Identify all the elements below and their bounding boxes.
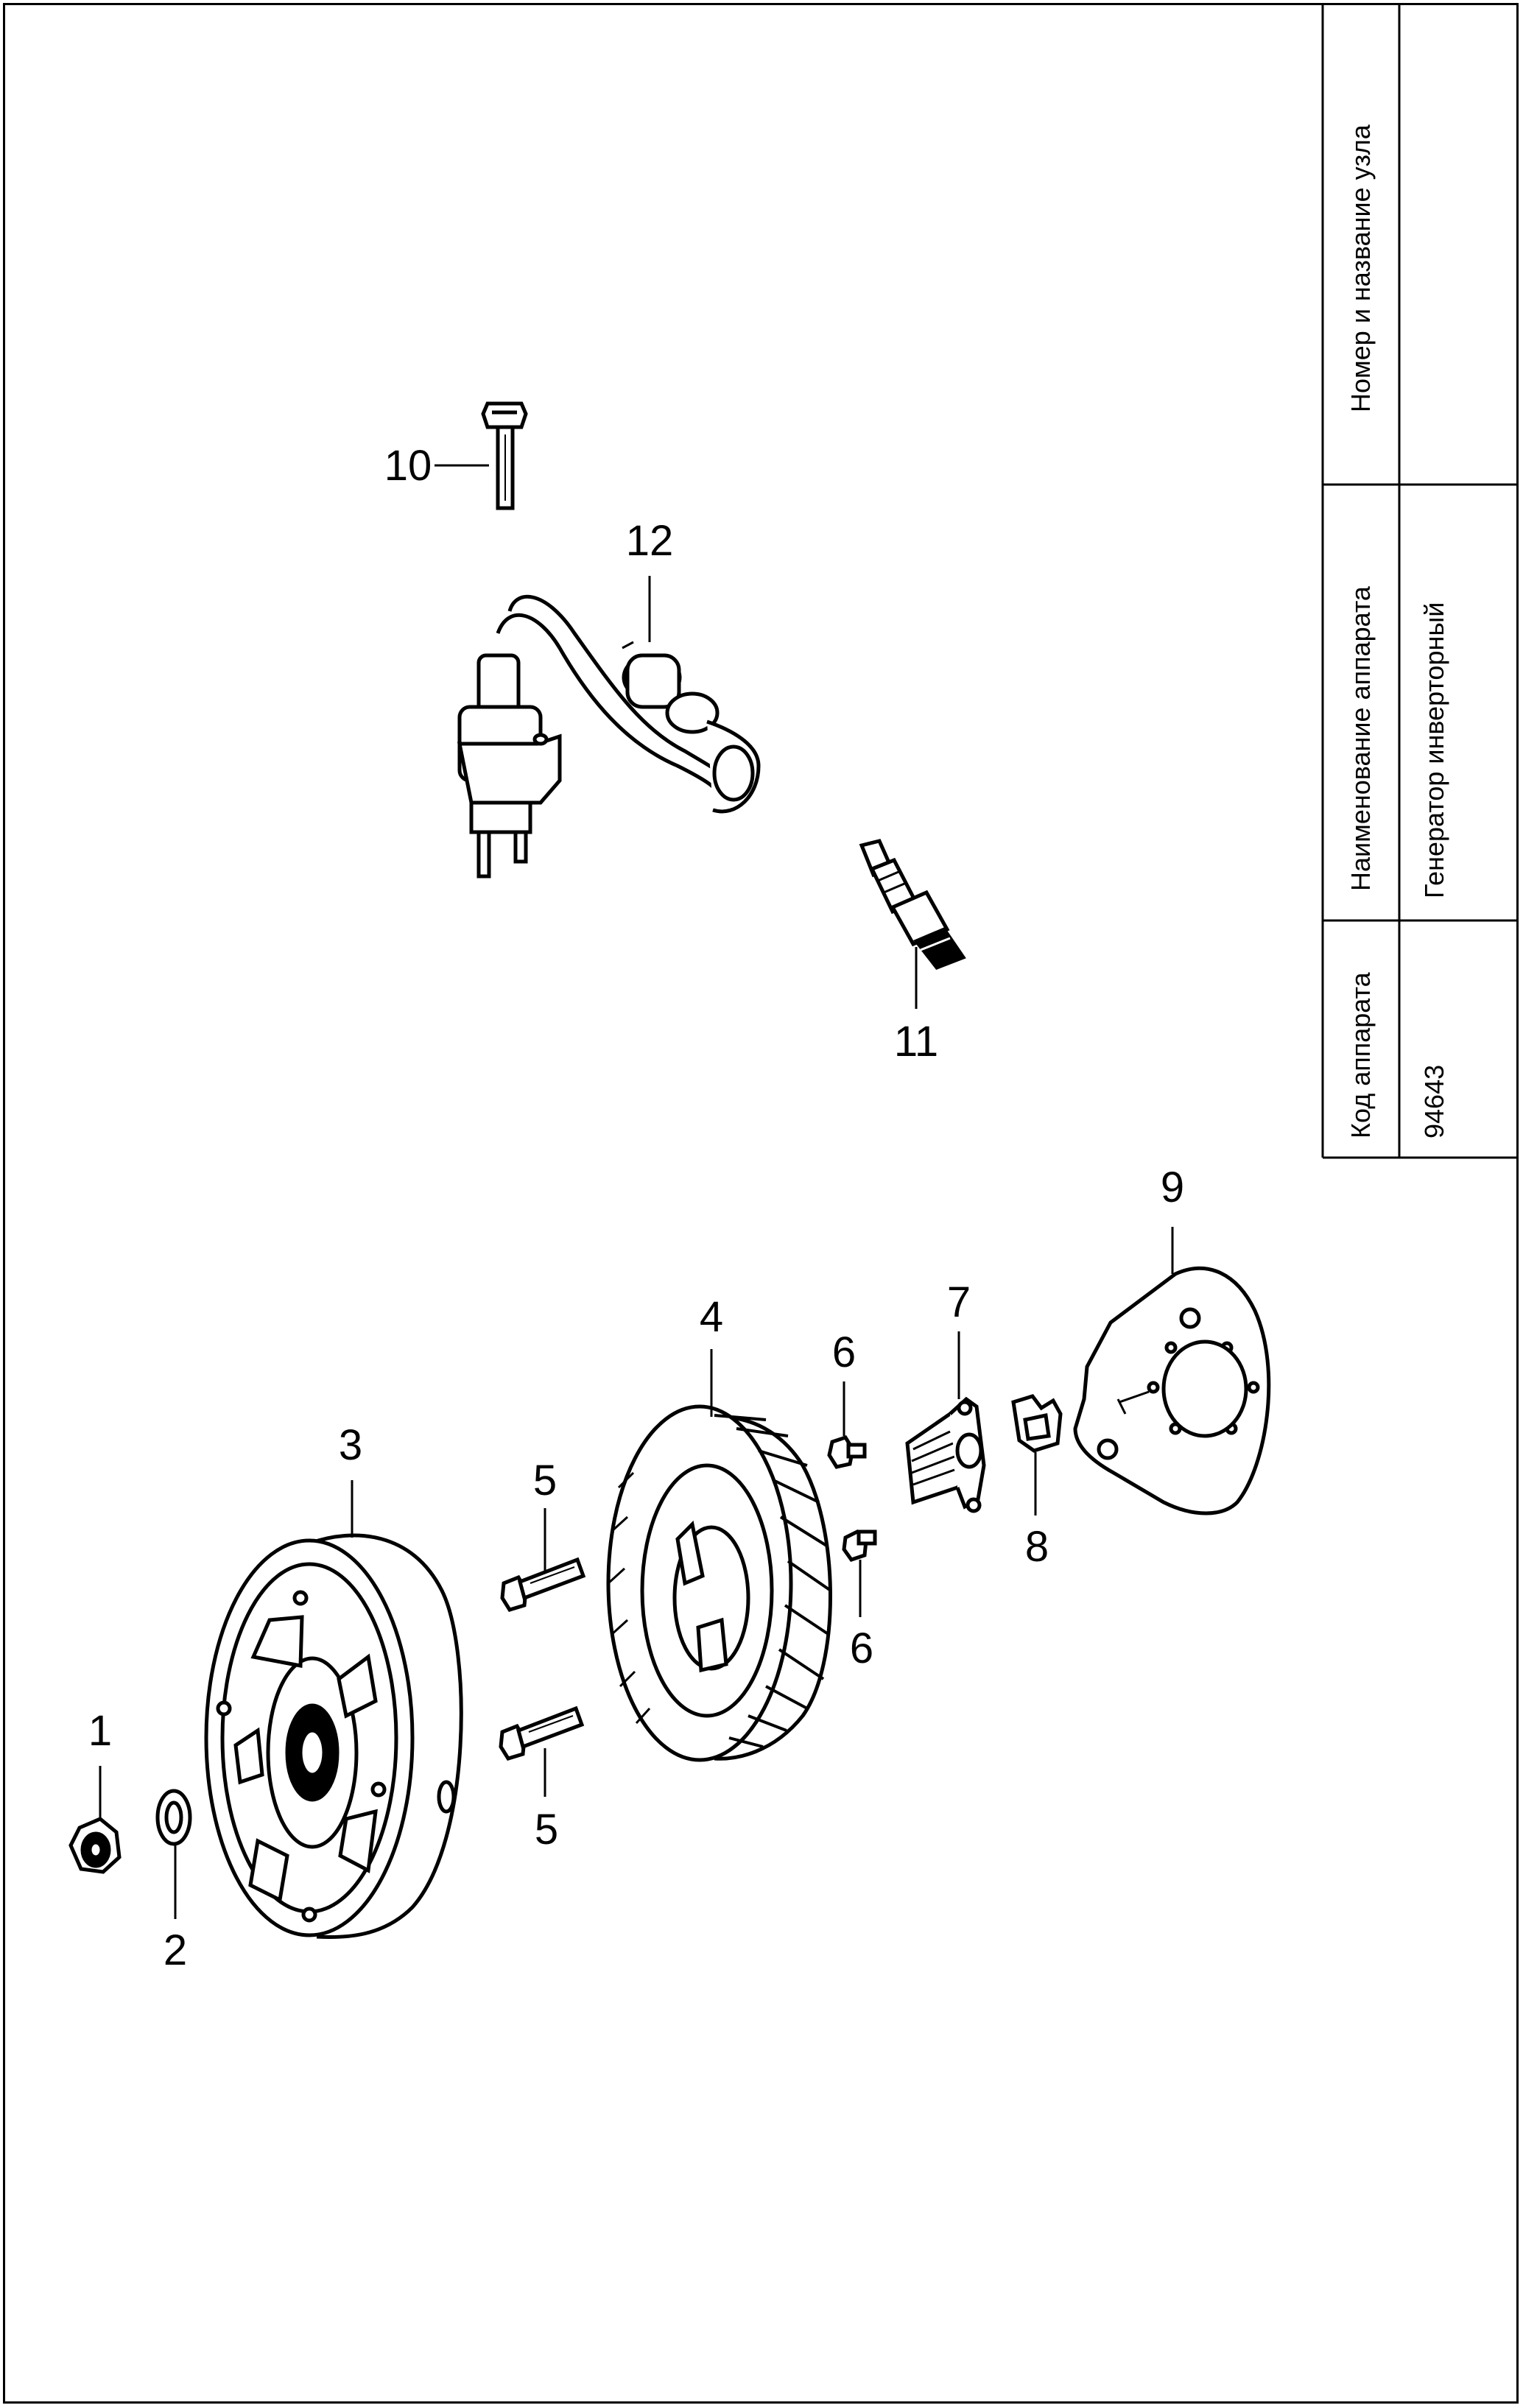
callout-2: 2 (163, 1926, 187, 1974)
device-code-value: 94643 (1419, 1064, 1449, 1138)
sheet-border (3, 3, 1519, 2404)
callout-6-upper: 6 (832, 1328, 856, 1376)
callout-3: 3 (339, 1421, 362, 1469)
part-5-stator-bolt (500, 1557, 586, 1612)
part-10-coil-bolt (481, 401, 528, 510)
callout-10: 10 (384, 442, 432, 490)
callout-5-lower: 5 (535, 1806, 558, 1853)
part-1-flange-nut (68, 1817, 122, 1874)
part-3-flywheel (204, 1533, 463, 1940)
part-5-stator-bolt (499, 1705, 585, 1761)
part-6-small-bolt (827, 1435, 867, 1469)
title-block (1321, 3, 1519, 1159)
part-6-small-bolt (842, 1529, 877, 1562)
part-8-clip (1011, 1394, 1063, 1453)
header-node-label: Номер и название узла (1346, 124, 1376, 412)
part-2-washer (155, 1789, 192, 1846)
part-4-stator (606, 1404, 832, 1762)
header-code-label: Код аппарата (1346, 972, 1376, 1138)
part-11-spark-plug (859, 839, 966, 971)
callout-9: 9 (1161, 1163, 1184, 1211)
callout-numbers: 1 2 3 4 5 5 6 6 7 8 9 10 11 12 (88, 442, 1184, 1974)
part-7-pulser-coil (905, 1396, 986, 1513)
header-name-label: Наименование аппарата (1346, 586, 1376, 891)
part-9-stator-plate (1073, 1266, 1271, 1515)
callout-1: 1 (88, 1707, 112, 1755)
callout-11: 11 (894, 1018, 938, 1066)
callout-12: 12 (626, 517, 674, 565)
callout-5-upper: 5 (533, 1457, 557, 1504)
leader-lines (99, 464, 1174, 1919)
device-name-value: Генератор инверторный (1419, 602, 1449, 898)
part-12-ignition-coil (457, 594, 761, 879)
callout-6-lower: 6 (850, 1624, 873, 1672)
callout-4: 4 (700, 1293, 723, 1341)
callout-8: 8 (1025, 1523, 1049, 1571)
callout-7: 7 (947, 1278, 971, 1326)
